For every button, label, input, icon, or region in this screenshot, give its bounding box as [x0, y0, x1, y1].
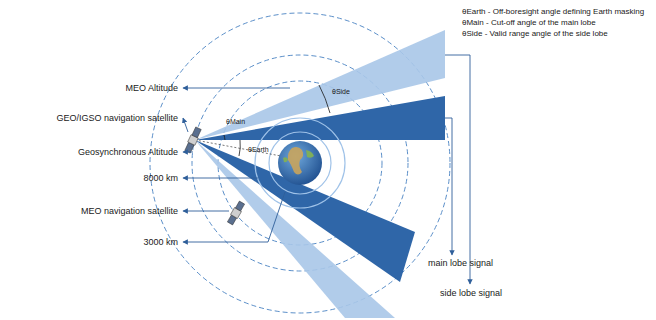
altitude-ring	[255, 118, 345, 208]
side-lobe-beam	[195, 30, 445, 140]
annotation-label: side lobe signal	[440, 288, 502, 298]
definition-note: θMain - Cut-off angle of the main lobe	[462, 18, 596, 27]
angle-label: θEarth	[248, 146, 269, 154]
earth	[278, 141, 322, 185]
altitude-ring	[269, 132, 331, 194]
annotation-label: 3000 km	[143, 237, 178, 247]
meo-satellite	[227, 201, 246, 226]
annotation-label: Geosynchronous Altitude	[78, 147, 178, 157]
annotation-label: 8000 km	[143, 173, 178, 183]
leader-lines	[183, 55, 470, 284]
main-lobe-beam	[195, 96, 445, 140]
meo-orbit	[150, 13, 450, 313]
annotation-label: MEO Altitude	[125, 83, 178, 93]
definition-note: θEarth - Off-boresight angle defining Ea…	[462, 7, 644, 16]
angle-label: θMain	[226, 118, 245, 126]
definition-note: θSide - Valid range angle of the side lo…	[462, 29, 608, 38]
earth-tangent	[195, 140, 281, 156]
angle-arc	[319, 85, 330, 113]
annotation-label: main lobe signal	[428, 258, 493, 268]
angle-label: θSide	[332, 88, 350, 96]
angle-arc	[224, 135, 225, 140]
geo-satellite	[184, 127, 202, 154]
annotation-label: MEO navigation satellite	[81, 206, 178, 216]
annotation-label: GEO/IGSO navigation satellite	[56, 113, 178, 123]
